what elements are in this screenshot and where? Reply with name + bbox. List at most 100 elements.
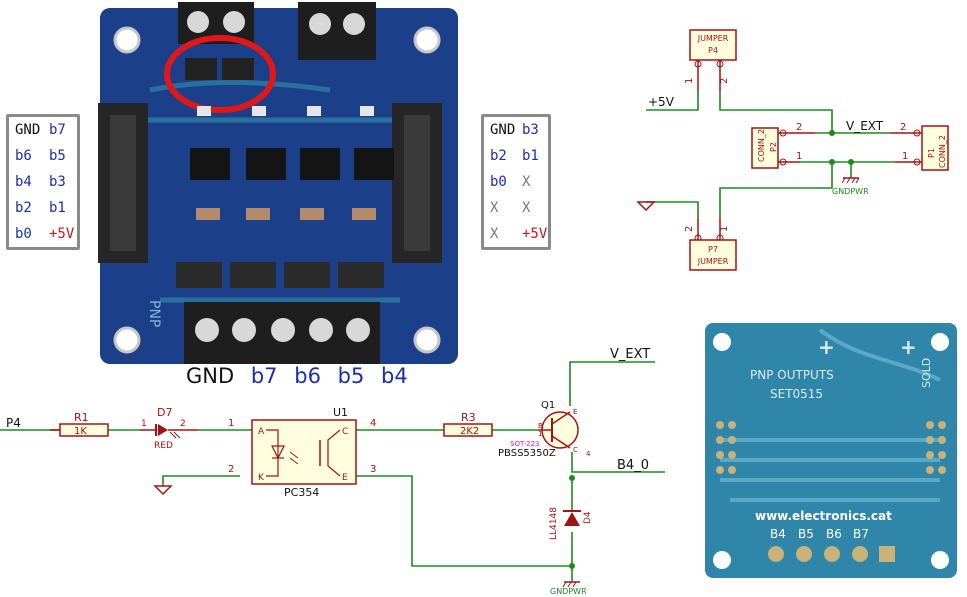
- svg-text:CONN_2: CONN_2: [938, 135, 947, 168]
- pin-label: X: [490, 226, 499, 242]
- terminal-label-b5: b5: [337, 364, 365, 388]
- back-board-photo: + + PNP OUTPUTS SET0515 SOLD www.electro…: [705, 323, 957, 578]
- top-terminal-block-right: [298, 2, 376, 60]
- terminal-label-gnd: GND: [186, 364, 235, 388]
- gndpwr-symbol: GNDPWR: [550, 581, 587, 596]
- front-board-photo: PNP: [98, 2, 458, 364]
- pin-label: +5V: [49, 226, 75, 242]
- optocoupler-chip: [300, 148, 340, 180]
- transistor-package: [338, 262, 384, 288]
- p1-connector-symbol: P1 CONN_2 2 1: [890, 122, 949, 171]
- plus5v-label: +5V: [648, 95, 675, 109]
- gndpwr-symbol: GNDPWR: [832, 177, 869, 196]
- svg-text:C: C: [342, 427, 348, 437]
- svg-text:LL4148: LL4148: [549, 507, 559, 540]
- svg-text:+: +: [900, 335, 917, 359]
- svg-text:RED: RED: [154, 441, 173, 451]
- pin-label: b0: [15, 226, 32, 242]
- p4-jumper-symbol: JUMPER P4 1 2: [684, 29, 737, 92]
- mount-hole-icon: [413, 26, 441, 54]
- svg-text:2: 2: [180, 419, 186, 429]
- pin-label: b3: [49, 174, 66, 190]
- svg-text:1: 1: [538, 430, 542, 438]
- pin-label: b2: [490, 148, 507, 164]
- svg-text:1: 1: [228, 418, 234, 429]
- svg-text:P1: P1: [927, 148, 936, 158]
- ground-symbol-icon: [636, 201, 656, 212]
- pin-label: X: [522, 174, 531, 190]
- pin-label: X: [490, 200, 499, 216]
- mount-hole-icon: [713, 551, 731, 569]
- pin-label: b4: [15, 174, 32, 190]
- svg-text:Q1: Q1: [541, 400, 555, 411]
- left-pinout-row: b4 b3: [9, 169, 77, 195]
- optocoupler-chip: [190, 148, 230, 180]
- mount-hole-icon: [713, 333, 731, 351]
- svg-text:A: A: [258, 427, 265, 437]
- svg-text:1: 1: [141, 419, 147, 429]
- vext-net-label: V_EXT: [610, 347, 650, 362]
- optocoupler-chip: [246, 148, 286, 180]
- pin-label: b5: [49, 148, 66, 164]
- vext-label: V_EXT: [846, 119, 884, 133]
- terminal-label-b7: b7: [250, 364, 278, 388]
- terminal-label-b6: b6: [294, 364, 321, 388]
- svg-text:PC354: PC354: [284, 486, 319, 499]
- svg-text:2: 2: [796, 122, 802, 133]
- pin-label: b2: [15, 200, 32, 216]
- back-pad-label: B5: [798, 527, 814, 541]
- svg-text:2: 2: [684, 226, 695, 232]
- pin-label: GND: [15, 122, 41, 138]
- svg-text:2: 2: [719, 78, 730, 84]
- optocoupler-chip: [354, 148, 394, 180]
- svg-text:+: +: [818, 335, 835, 359]
- svg-text:1: 1: [796, 151, 802, 162]
- svg-text:GNDPWR: GNDPWR: [550, 587, 587, 596]
- p2-connector-symbol: CONN_2 P2 2 1: [751, 122, 815, 169]
- svg-text:CONN_2: CONN_2: [757, 129, 766, 162]
- svg-text:D4: D4: [583, 511, 593, 524]
- transistor-package: [176, 262, 222, 288]
- pin-label: +5V: [522, 226, 548, 242]
- r3-resistor-symbol: R3 2K2: [443, 411, 493, 437]
- svg-text:2: 2: [900, 122, 906, 133]
- mount-hole-icon: [413, 326, 441, 354]
- u1-optocoupler-symbol: U1 PC354 A K C E 1 2 4 3: [228, 406, 376, 499]
- svg-text:E: E: [342, 473, 348, 483]
- input-net-label: P4: [6, 416, 21, 430]
- mount-hole-icon: [113, 326, 141, 354]
- svg-text:K: K: [258, 473, 265, 483]
- right-pinout-row: b0 X: [484, 169, 548, 195]
- transistor-package: [230, 262, 276, 288]
- mount-hole-icon: [931, 333, 949, 351]
- svg-text:2K2: 2K2: [460, 426, 479, 437]
- svg-text:P7: P7: [708, 245, 718, 254]
- svg-text:U1: U1: [333, 406, 348, 419]
- pin-label: b6: [15, 148, 32, 164]
- back-pad-label: B4: [770, 527, 786, 541]
- back-pad-label: B7: [853, 527, 869, 541]
- back-board-code: SET0515: [770, 387, 823, 401]
- svg-text:PBSS5350Z: PBSS5350Z: [498, 448, 556, 459]
- right-pinout-row: GND b3: [484, 117, 548, 143]
- pin-label: b3: [522, 122, 539, 138]
- svg-text:1: 1: [719, 226, 730, 232]
- pin-label: GND: [490, 122, 516, 138]
- pin-label: b0: [490, 174, 507, 190]
- svg-text:R1: R1: [74, 411, 89, 424]
- svg-text:3: 3: [370, 464, 376, 475]
- output-net-label: B4_0: [617, 458, 649, 473]
- svg-text:1: 1: [902, 151, 908, 162]
- jumper-highlight-ring: [164, 35, 276, 113]
- svg-text:E: E: [573, 408, 577, 416]
- svg-text:P2: P2: [769, 142, 778, 152]
- left-pinout-row: GND b7: [9, 117, 77, 143]
- pin-label: b7: [49, 122, 66, 138]
- mount-hole-icon: [931, 551, 949, 569]
- svg-text:GNDPWR: GNDPWR: [832, 187, 869, 196]
- svg-text:4: 4: [586, 450, 591, 458]
